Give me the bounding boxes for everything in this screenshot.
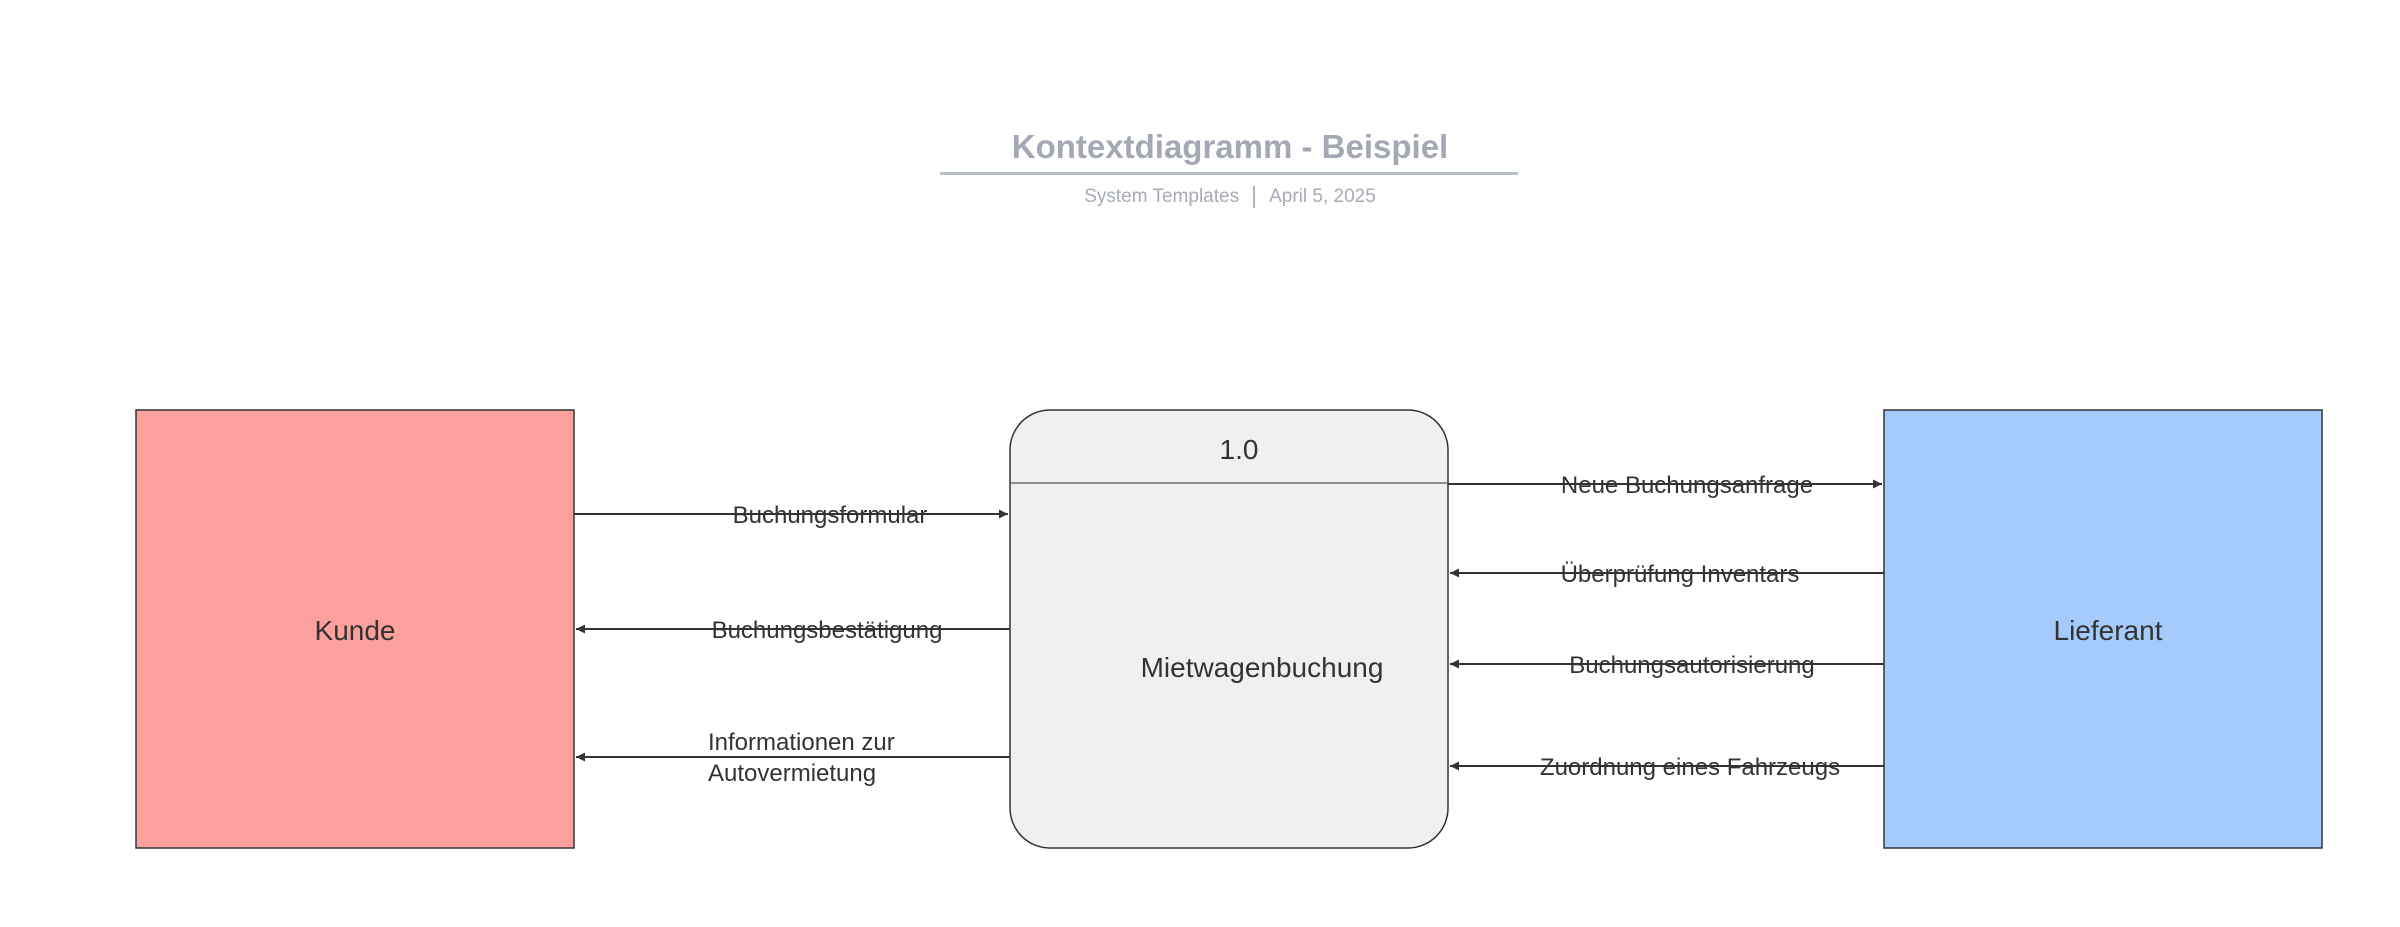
meta-source: System Templates (1084, 186, 1240, 208)
flow-label-booking-authorization: Buchungsautorisierung (1569, 652, 1815, 679)
flow-label-inventory-check: Überprüfung Inventars (1561, 561, 1800, 588)
title-underline (940, 172, 1518, 175)
entity-customer-box (135, 409, 575, 849)
flow-label-booking-confirmation: Buchungsbestätigung (712, 617, 943, 644)
process-box (1009, 409, 1449, 849)
entity-customer-label: Kunde (315, 615, 396, 646)
flow-label-rental-info-line1: Informationen zur (708, 729, 895, 756)
process-id: 1.0 (1220, 434, 1259, 465)
flow-label-booking-form: Buchungsformular (733, 502, 928, 529)
diagram-meta: System Templates April 5, 2025 (940, 186, 1520, 208)
flow-label-new-booking-request: Neue Buchungsanfrage (1561, 472, 1813, 499)
meta-separator (1253, 186, 1256, 208)
entity-supplier[interactable]: Lieferant (1883, 409, 2323, 849)
process-node[interactable]: 1.0 Mietwagenbuchung (1009, 409, 1449, 849)
diagram-title: Kontextdiagramm - Beispiel (1011, 128, 1449, 165)
process-label: Mietwagenbuchung (1141, 652, 1384, 683)
entity-supplier-label: Lieferant (2054, 615, 2163, 646)
flow-label-rental-info-line2: Autovermietung (708, 760, 876, 787)
entity-supplier-box (1883, 409, 2323, 849)
entity-customer[interactable]: Kunde (135, 409, 575, 849)
flow-label-vehicle-assignment: Zuordnung eines Fahrzeugs (1540, 754, 1840, 781)
meta-date: April 5, 2025 (1269, 186, 1376, 208)
